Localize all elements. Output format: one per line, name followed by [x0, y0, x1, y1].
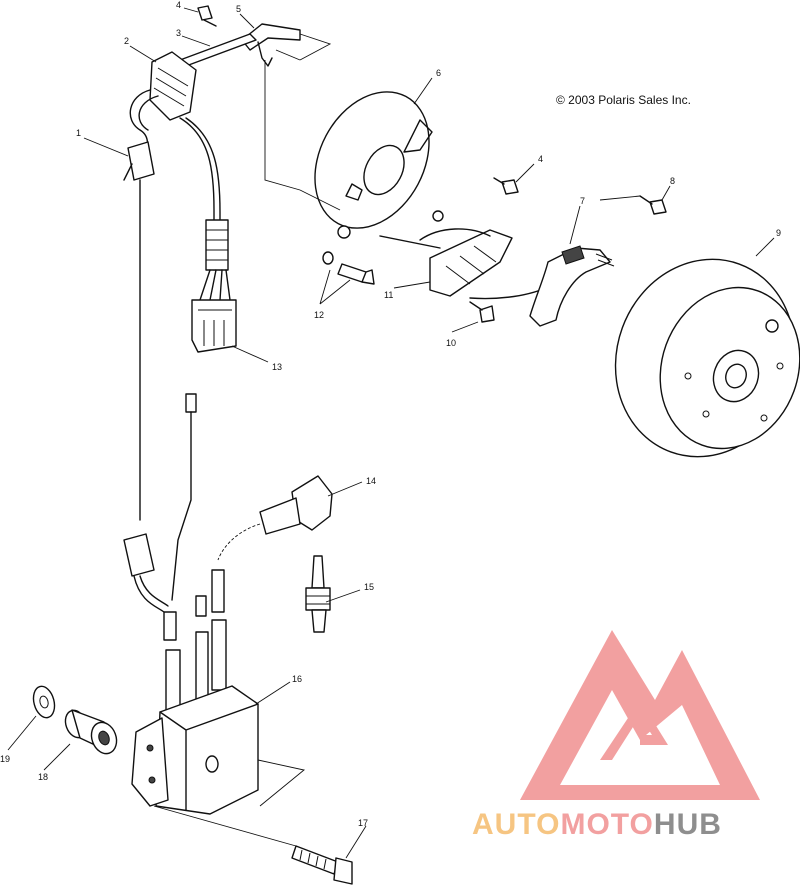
bolt-part-8 [599, 195, 667, 215]
watermark-logo: AUTOMOTOHUB [472, 630, 760, 841]
callout-10: 10 [446, 338, 456, 348]
callout-15: 15 [364, 582, 374, 592]
copyright-text: © 2003 Polaris Sales Inc. [556, 93, 691, 107]
connector-part-1 [123, 141, 155, 521]
callout-19: 19 [0, 754, 10, 764]
wiring-harness [129, 89, 231, 301]
spark-plug-cap-part-14 [217, 475, 333, 561]
watermark-moto: MOTO [560, 808, 653, 841]
washer-part-19 [32, 685, 56, 719]
callout-18: 18 [38, 772, 48, 782]
bolt-part-17 [153, 805, 353, 885]
callout-8: 8 [670, 176, 675, 186]
watermark-hub: HUB [654, 808, 722, 841]
callout-13: 13 [272, 362, 282, 372]
regulator-part [149, 51, 197, 121]
bushing-part-18 [64, 709, 118, 755]
bolt-washer-part-12 [322, 251, 375, 285]
callout-17: 17 [358, 818, 368, 828]
leader-lines [7, 7, 775, 859]
watermark-auto: AUTO [472, 808, 560, 841]
callout-11: 11 [384, 290, 393, 300]
callout-5: 5 [236, 4, 241, 14]
callout-4-top: 4 [176, 0, 181, 10]
callout-6: 6 [436, 68, 441, 78]
spark-plug-part-15 [305, 555, 331, 633]
harness-plug-part-13 [191, 299, 237, 353]
callout-14: 14 [366, 476, 376, 486]
bolt-part-10 [469, 301, 495, 323]
flywheel-part-9 [614, 258, 800, 458]
callout-9: 9 [776, 228, 781, 238]
callout-4-right: 4 [538, 154, 543, 164]
pulser-part-7 [529, 245, 615, 327]
callout-7: 7 [580, 196, 585, 206]
callout-3: 3 [176, 28, 181, 38]
callout-12: 12 [314, 310, 324, 320]
ignition-coil-part-16 [131, 569, 306, 815]
pickup-coil-part-11 [379, 228, 551, 300]
bolt-part-4-right [493, 177, 519, 195]
callout-16: 16 [292, 674, 302, 684]
bolt-part-4-top [197, 5, 217, 27]
callout-numbers: 1 2 3 4 5 6 4 7 8 9 10 11 12 13 14 15 16… [0, 0, 781, 828]
callout-2: 2 [124, 36, 129, 46]
lower-harness [123, 393, 197, 613]
wire-bracket-part [179, 23, 332, 191]
watermark-g-mark [600, 700, 668, 760]
svg-text:AUTOMOTOHUB: AUTOMOTOHUB [472, 808, 722, 841]
stator-plate-part-6 [299, 91, 444, 239]
callout-1: 1 [76, 128, 81, 138]
